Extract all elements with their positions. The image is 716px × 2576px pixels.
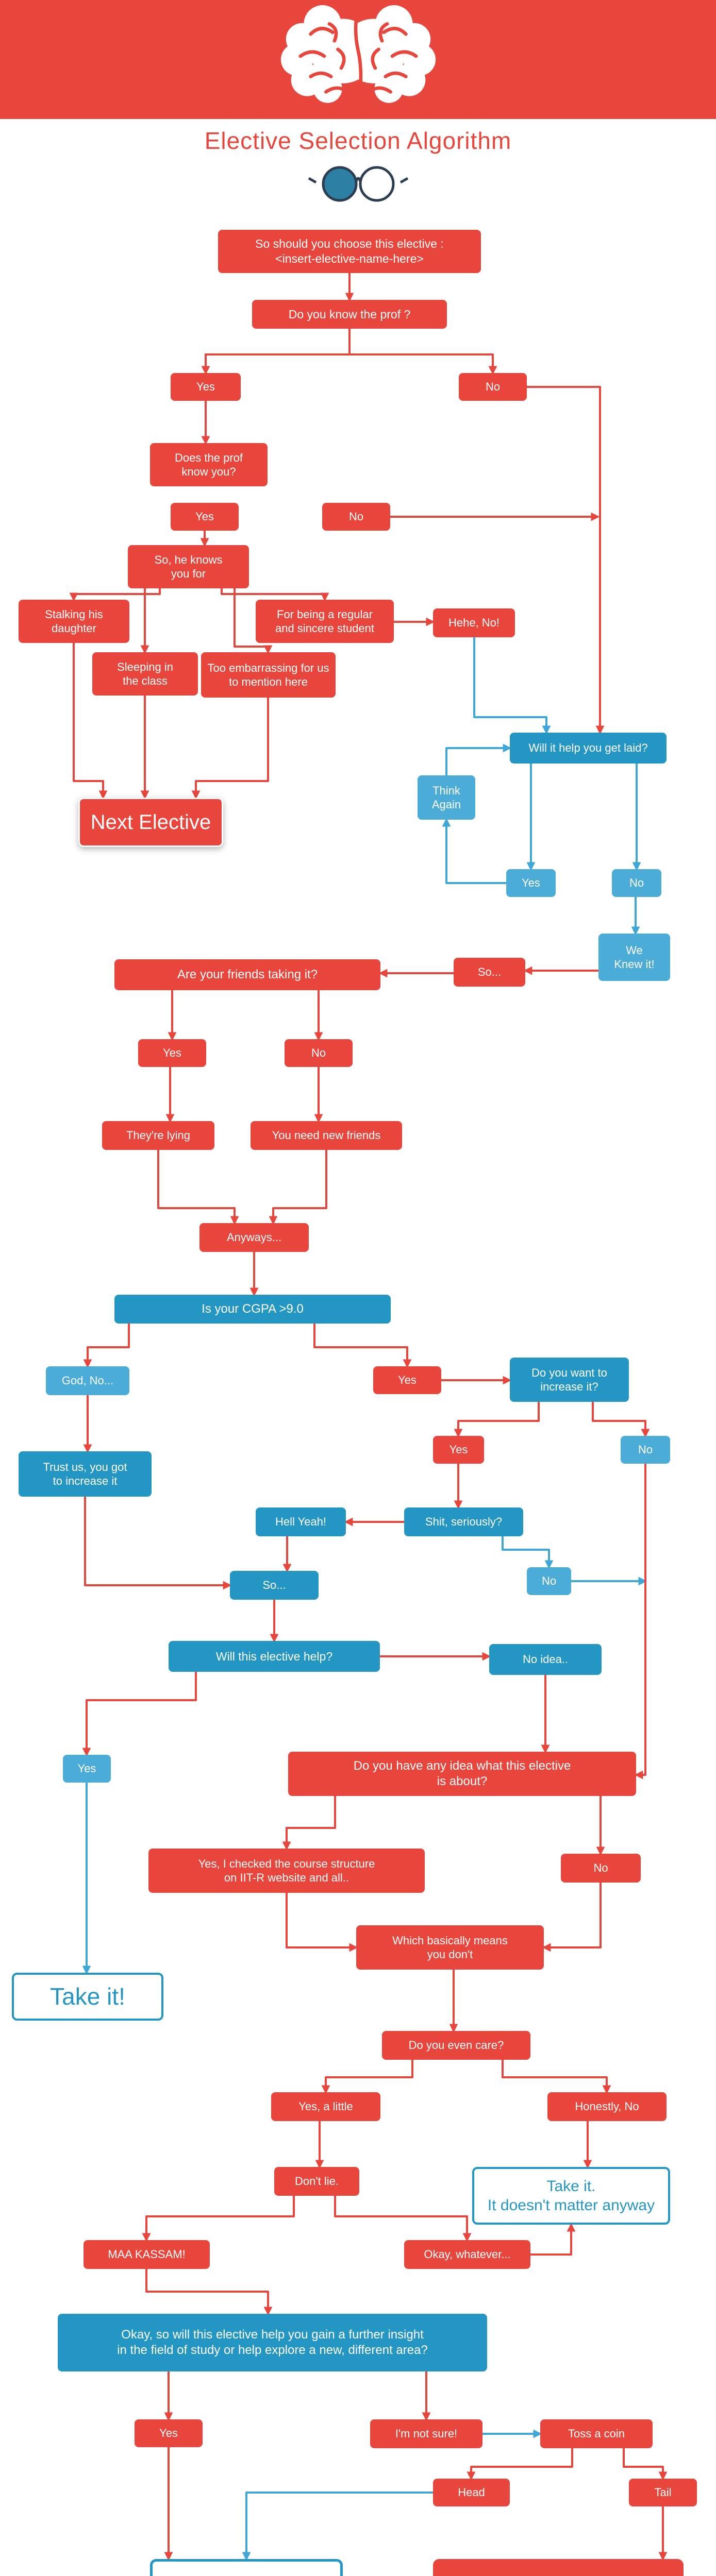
edge-knows-for-to-regular-student (221, 588, 329, 602)
node-cgpa-yes: Yes (373, 1366, 441, 1394)
edge-even-care-to-honestly-no (502, 2060, 611, 2094)
edge-hehe-no-to-get-laid (473, 637, 551, 735)
node-ai-no: No (561, 1854, 641, 1883)
node-inc-no: No (621, 1436, 670, 1464)
node-ft-no: No (285, 1039, 353, 1067)
node-theyre-lying: They're lying (102, 1121, 214, 1150)
node-ins-yes: Yes (135, 2419, 203, 2447)
node-sleeping: Sleeping in the class (92, 652, 198, 696)
node-regular-student: For being a regular and sincere student (256, 600, 394, 643)
node-next-elective-1: Next Elective (78, 798, 223, 847)
edge-inc-no-to-any-idea (634, 1464, 646, 1780)
node-pk-no: No (322, 503, 390, 531)
node-maa-kassam: MAA KASSAM! (84, 2240, 210, 2269)
edge-maa-kassam-to-insight (145, 2269, 273, 2316)
node-stalking: Stalking his daughter (19, 600, 129, 643)
edge-theyre-lying-to-anyways (157, 1150, 239, 1225)
edge-trust-us-to-so-2 (84, 1497, 232, 1590)
edge-know-prof-to-know-yes (201, 329, 351, 375)
page-title: Elective Selection Algorithm (204, 127, 512, 154)
edge-toss-coin-to-head (467, 2448, 573, 2481)
node-toss-coin: Toss a coin (540, 2419, 653, 2448)
node-cgpa: Is your CGPA >9.0 (114, 1295, 391, 1324)
node-checked-structure: Yes, I checked the course structure on I… (148, 1849, 425, 1893)
edge-any-idea-to-checked-structure (282, 1796, 336, 1851)
header-banner (0, 0, 716, 119)
edge-cgpa-to-cgpa-yes (313, 1324, 412, 1368)
edge-laid-yes-to-think-again (442, 818, 506, 884)
edge-new-friends-to-anyways (269, 1150, 327, 1225)
edge-toss-coin-to-tail (623, 2448, 668, 2481)
node-honestly-no: Honestly, No (547, 2092, 667, 2121)
edge-know-prof-to-know-no (348, 329, 497, 375)
node-laid-yes: Yes (506, 869, 556, 897)
edge-think-again-to-get-laid (445, 743, 512, 775)
node-will-help: Will this elective help? (169, 1641, 380, 1672)
edge-ai-no-to-means-dont (542, 1883, 602, 1952)
node-friends-taking: Are your friends taking it? (114, 959, 380, 990)
node-no-2: No (527, 1567, 571, 1595)
node-know-yes: Yes (171, 373, 241, 401)
edge-head-to-take-it-2 (242, 2492, 433, 2561)
node-take-it-2: Take it! (150, 2559, 343, 2576)
node-trust-us: Trust us, you got to increase it (19, 1451, 152, 1497)
node-inc-yes: Yes (433, 1436, 484, 1464)
node-tail: Tail (629, 2479, 697, 2506)
node-laid-no: No (612, 869, 661, 897)
node-next-elective-2: Next Elective (433, 2559, 684, 2576)
node-prof-know-you: Does the prof know you? (150, 443, 268, 486)
node-even-care: Do you even care? (382, 2031, 530, 2060)
edge-will-help-to-wh-yes (82, 1672, 197, 1757)
node-dont-lie: Don't lie. (274, 2167, 359, 2196)
edge-shit-seriously-to-no-2 (502, 1536, 554, 1569)
edge-stalking-to-next-elective-1 (73, 643, 108, 800)
node-take-it-1: Take it! (12, 1973, 163, 2021)
edge-dont-lie-to-maa-kassam (142, 2196, 295, 2242)
node-knows-for: So, he knows you for (128, 545, 249, 588)
node-wh-yes: Yes (63, 1755, 111, 1783)
node-intro: So should you choose this elective : <in… (218, 230, 481, 273)
node-pk-yes: Yes (171, 503, 239, 531)
node-anyways: Anyways... (199, 1223, 309, 1252)
node-embarrassing: Too embarrassing for us to mention here (201, 652, 336, 698)
glasses-icon (307, 161, 410, 210)
node-shit-seriously: Shit, seriously? (404, 1507, 523, 1536)
edge-dont-lie-to-okay-whatever (334, 2196, 472, 2242)
node-increase: Do you want to increase it? (510, 1358, 629, 1402)
edge-okay-whatever-to-take-doesnt-matter (530, 2223, 576, 2256)
node-means-dont: Which basically means you don't (356, 1925, 544, 1970)
node-get-laid: Will it help you get laid? (510, 733, 667, 764)
brain-icon (280, 5, 436, 104)
node-god-no: God, No... (46, 1366, 129, 1395)
node-not-sure: I'm not sure! (370, 2419, 482, 2448)
edge-embarrassing-to-next-elective-1 (191, 698, 269, 800)
node-hehe-no: Hehe, No! (433, 608, 515, 637)
node-head: Head (433, 2479, 510, 2506)
edge-cgpa-to-god-no (83, 1324, 130, 1368)
node-no-idea: No idea.. (489, 1644, 602, 1675)
node-so-1: So... (454, 958, 525, 987)
edge-knows-for-to-embarrassing (234, 588, 273, 654)
node-insight: Okay, so will this elective help you gai… (58, 2314, 487, 2371)
node-take-doesnt-matter: Take it. It doesn't matter anyway (472, 2167, 670, 2225)
node-know-no: No (459, 373, 527, 401)
node-ft-yes: Yes (138, 1039, 206, 1067)
edge-know-no-to-get-laid (527, 386, 605, 735)
edge-knows-for-to-stalking (69, 588, 161, 602)
node-know-prof: Do you know the prof ? (252, 300, 447, 329)
node-new-friends: You need new friends (251, 1121, 402, 1150)
edge-even-care-to-care-little (321, 2060, 413, 2094)
node-hell-yeah: Hell Yeah! (256, 1507, 346, 1536)
edge-increase-to-inc-no (592, 1402, 650, 1438)
node-okay-whatever: Okay, whatever... (404, 2240, 530, 2269)
node-care-little: Yes, a little (271, 2092, 380, 2121)
edge-increase-to-inc-yes (454, 1402, 540, 1438)
node-think-again: Think Again (418, 775, 475, 820)
edge-checked-structure-to-means-dont (286, 1893, 358, 1952)
node-we-knew-it: We Knew it! (598, 934, 670, 981)
node-any-idea: Do you have any idea what this elective … (288, 1752, 636, 1796)
node-so-2: So... (230, 1571, 319, 1600)
